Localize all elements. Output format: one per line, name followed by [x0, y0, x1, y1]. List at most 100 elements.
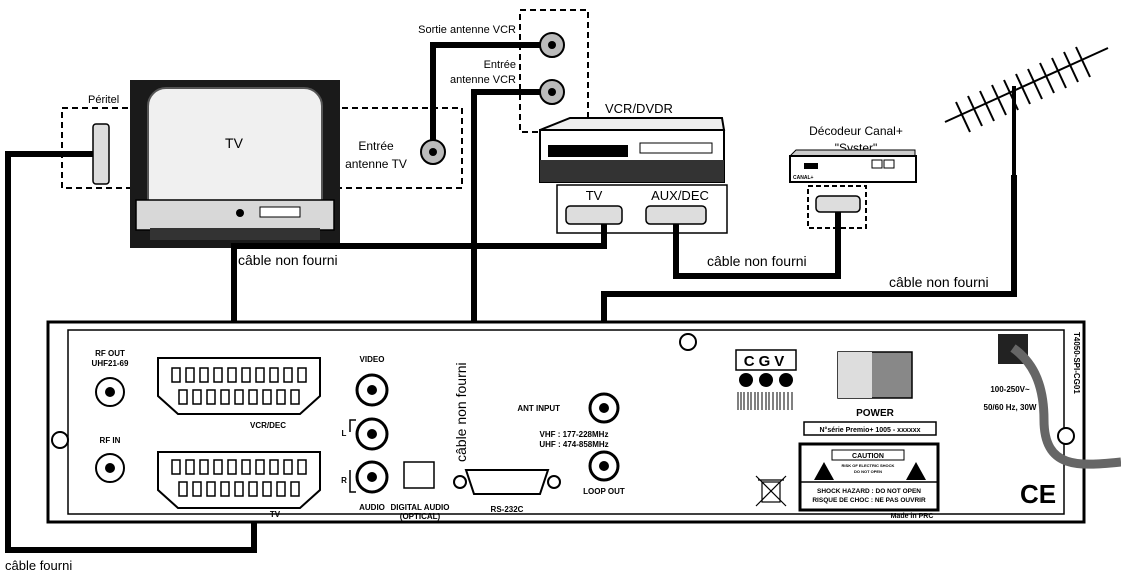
antenna-element	[1063, 51, 1079, 83]
voltage-line2: 50/60 Hz, 30W	[984, 403, 1037, 412]
decoder-button-2	[883, 159, 895, 169]
cgv-logo-dot	[779, 373, 793, 387]
vcr-antenna-ports: Sortie antenne VCR Entrée antenne VCR	[418, 9, 589, 133]
scart-pin	[248, 481, 258, 497]
scart-pin	[171, 459, 181, 475]
scart-pin	[276, 481, 286, 497]
vcr-dvdr-label: VCR/DVDR	[605, 101, 673, 116]
antenna-boom	[944, 47, 1109, 123]
cable-label-middle: câble non fourni	[707, 253, 807, 269]
scart-pin	[213, 367, 223, 383]
tv-antenna-input-pin	[429, 148, 437, 156]
cable-vcr-out-to-tv	[430, 42, 540, 140]
scart-pin	[178, 481, 188, 497]
video-label: VIDEO	[360, 355, 385, 364]
power-label: POWER	[856, 408, 895, 419]
cable-vcr-aux-to-decoder	[673, 212, 841, 279]
tv-base	[150, 228, 320, 240]
caution-title: CAUTION	[852, 453, 884, 460]
rf-out-label-line1: RF OUT	[95, 349, 125, 358]
model-number: T4050-SPI-CG01	[1072, 332, 1081, 394]
rs232c-label: RS-232C	[491, 505, 524, 514]
entree-antenne-vcr-line2: antenne VCR	[450, 74, 516, 86]
decoder-canal-plus: Décodeur Canal+ "Syster" CANAL+	[788, 124, 917, 229]
receiver-back-panel: RF OUT UHF21-69 RF IN VCR/DEC TV VIDEO L…	[46, 320, 1086, 524]
entree-antenne-tv-line2: antenne TV	[345, 157, 407, 171]
optical-audio-port	[403, 461, 435, 489]
antenna-element	[991, 84, 1007, 116]
decoder-led	[804, 163, 818, 169]
caution-line1: RISK OF ELECTRIC SHOCK	[842, 463, 895, 468]
tv-peritel-socket	[92, 123, 110, 185]
scart-pin	[248, 389, 258, 405]
sortie-antenne-vcr-label: Sortie antenne VCR	[418, 24, 516, 36]
caution-line2: DO NOT OPEN	[854, 469, 882, 474]
antenna-element	[1039, 62, 1055, 94]
rs232c-screw	[547, 475, 561, 489]
serial-sticker	[803, 421, 937, 436]
serial-number: N°série Premio+ 1005 - xxxxxx	[819, 426, 920, 434]
scart-pin	[234, 481, 244, 497]
cgv-logo: CGV	[735, 349, 797, 387]
scart-pin	[199, 367, 209, 383]
rf-out-pin	[105, 387, 115, 397]
tv-label: TV	[225, 135, 244, 151]
cable-label-left: câble non fourni	[238, 252, 338, 268]
entree-antenne-tv-line1: Entrée	[358, 139, 394, 153]
vhf-label: VHF : 177-228MHz	[540, 430, 609, 439]
vcr-dvdr: VCR/DVDR TV AUX/DEC	[539, 101, 728, 234]
scart-pin	[220, 481, 230, 497]
scart-pin	[283, 367, 293, 383]
decoder-scart	[815, 195, 861, 213]
tv-knob	[236, 209, 244, 217]
scart-pin	[206, 389, 216, 405]
screw-icon	[51, 431, 69, 449]
cable-label-vertical: câble non fourni	[453, 362, 469, 462]
audio-label: AUDIO	[359, 503, 385, 512]
digital-audio-label-line1: DIGITAL AUDIO	[391, 503, 450, 512]
decodeur-canal-small: CANAL+	[793, 175, 813, 181]
scart-pin	[262, 389, 272, 405]
vcr-aux-scart	[645, 205, 707, 225]
scart-pin	[199, 459, 209, 475]
caution-title-box	[831, 449, 905, 461]
cable-vcr-tv-to-receiver	[231, 224, 607, 388]
vcr-front-strip	[540, 160, 724, 182]
antenna-element	[979, 90, 995, 122]
scart-pin	[241, 459, 251, 475]
decoder-button-1	[871, 159, 883, 169]
antenna-element	[955, 101, 971, 133]
audio-right-rca-pin	[367, 472, 377, 482]
antenna-element	[967, 95, 983, 127]
rs232c-port	[464, 469, 550, 495]
scart-vcr-dec	[157, 357, 321, 415]
scart-pin	[227, 367, 237, 383]
scart-pin	[276, 389, 286, 405]
cable-fourni-label: câble fourni	[5, 558, 72, 573]
scart-pin	[185, 367, 195, 383]
scart-pin	[255, 459, 265, 475]
vcr-tv-label: TV	[586, 188, 603, 203]
digital-audio-label-line2: (OPTICAL)	[400, 512, 441, 521]
scart-pin	[227, 459, 237, 475]
power-cord	[1010, 344, 1121, 469]
rs232c-screw	[453, 475, 467, 489]
vcr-top	[539, 117, 726, 131]
television: TV Péritel Entrée antenne TV	[61, 80, 463, 248]
cgv-logo-dot	[739, 373, 753, 387]
rf-in-pin	[105, 463, 115, 473]
ant-input-label: ANT INPUT	[517, 404, 560, 413]
scart-pin	[185, 459, 195, 475]
audio-r-label: R	[341, 476, 347, 485]
made-in-label: Made in PRC	[891, 513, 934, 520]
cgv-logo-text: CGV	[744, 353, 789, 370]
scart-pin	[192, 481, 202, 497]
scart-tv-pins	[171, 459, 307, 497]
vcr-tape-slot	[548, 145, 628, 157]
scart-pin	[297, 459, 307, 475]
antenna-element	[1051, 57, 1067, 89]
shock-hazard-text: SHOCK HAZARD : DO NOT OPEN	[817, 488, 921, 495]
vcr-antenna-input-pin	[548, 88, 556, 96]
scart-pin	[297, 367, 307, 383]
